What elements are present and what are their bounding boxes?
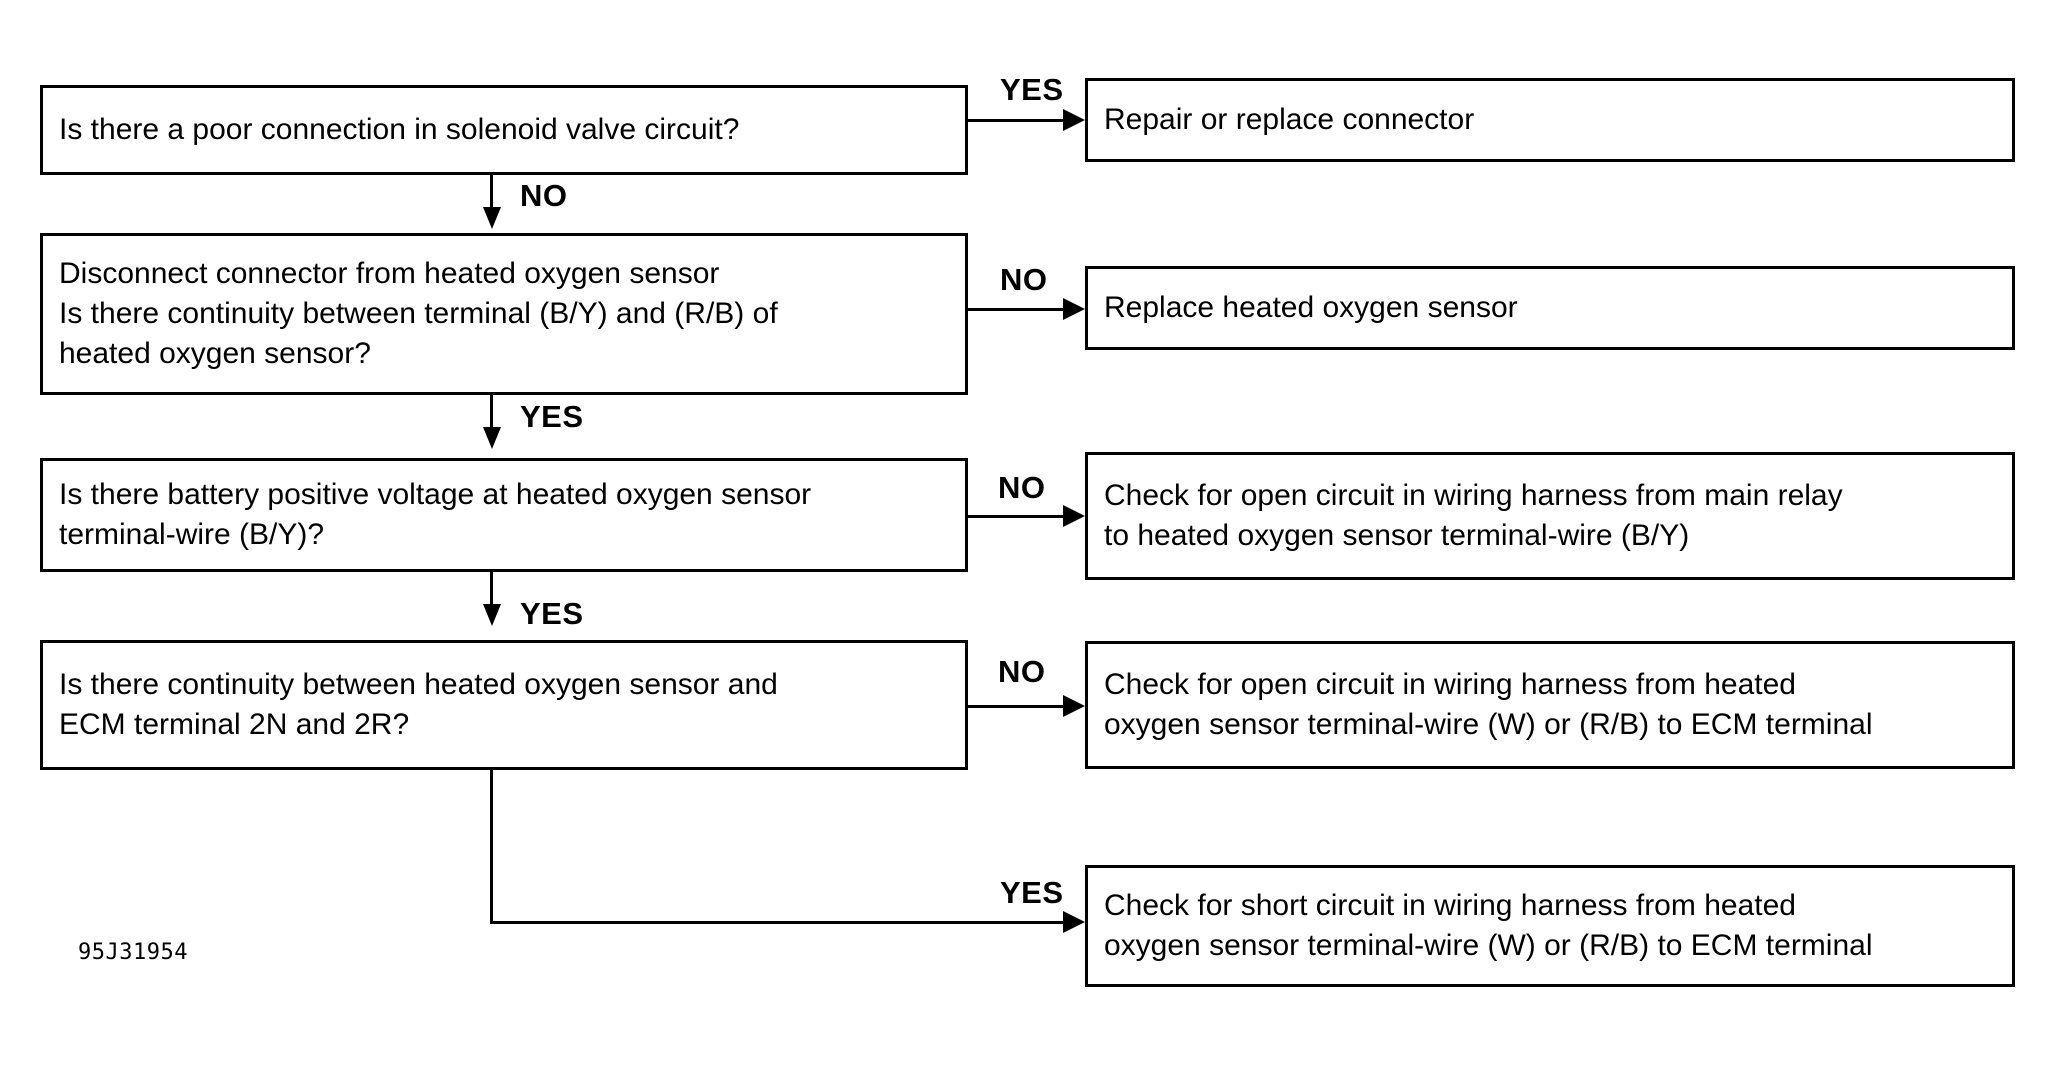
arrowhead-q3-to-a3 bbox=[1063, 505, 1085, 527]
diagram-caption: 95J31954 bbox=[78, 940, 188, 965]
branch-label-q4-yes: YES bbox=[1000, 875, 1064, 910]
connector-q4-yes-vertical bbox=[490, 770, 493, 923]
arrowhead-q4-to-a5 bbox=[1063, 911, 1085, 933]
connector-q3-to-q4 bbox=[490, 572, 493, 608]
arrowhead-q1-to-q2 bbox=[483, 207, 501, 229]
node-answer-1-text: Repair or replace connector bbox=[1104, 103, 1475, 137]
node-question-3[interactable]: Is there battery positive voltage at hea… bbox=[40, 458, 968, 572]
node-answer-2-text: Replace heated oxygen sensor bbox=[1104, 291, 1518, 325]
branch-label-q2-no: NO bbox=[1000, 262, 1048, 297]
branch-label-q4-no: NO bbox=[998, 654, 1046, 689]
branch-label-q1-yes: YES bbox=[1000, 72, 1064, 107]
arrowhead-q3-to-q4 bbox=[483, 604, 501, 626]
branch-label-q1-no: NO bbox=[520, 178, 568, 213]
arrowhead-q1-to-a1 bbox=[1063, 109, 1085, 131]
node-question-2[interactable]: Disconnect connector from heated oxygen … bbox=[40, 233, 968, 395]
node-answer-3[interactable]: Check for open circuit in wiring harness… bbox=[1085, 452, 2015, 580]
connector-q1-to-a1 bbox=[968, 119, 1063, 122]
connector-q2-to-q3 bbox=[490, 395, 493, 431]
node-question-4-text: Is there continuity between heated oxyge… bbox=[59, 668, 778, 741]
node-question-2-text: Disconnect connector from heated oxygen … bbox=[59, 257, 778, 370]
node-answer-4[interactable]: Check for open circuit in wiring harness… bbox=[1085, 641, 2015, 769]
connector-q4-yes-horizontal bbox=[490, 921, 1063, 924]
node-question-3-text: Is there battery positive voltage at hea… bbox=[59, 478, 812, 551]
node-answer-5[interactable]: Check for short circuit in wiring harnes… bbox=[1085, 865, 2015, 987]
node-question-1-text: Is there a poor connection in solenoid v… bbox=[59, 113, 740, 147]
node-answer-3-text: Check for open circuit in wiring harness… bbox=[1104, 479, 1843, 552]
node-question-1[interactable]: Is there a poor connection in solenoid v… bbox=[40, 85, 968, 175]
arrowhead-q2-to-q3 bbox=[483, 427, 501, 449]
node-question-4[interactable]: Is there continuity between heated oxyge… bbox=[40, 640, 968, 770]
node-answer-2[interactable]: Replace heated oxygen sensor bbox=[1085, 266, 2015, 350]
node-answer-4-text: Check for open circuit in wiring harness… bbox=[1104, 668, 1873, 741]
connector-q2-to-a2 bbox=[968, 308, 1063, 311]
arrowhead-q2-to-a2 bbox=[1063, 298, 1085, 320]
node-answer-5-text: Check for short circuit in wiring harnes… bbox=[1104, 889, 1873, 962]
connector-q1-to-q2 bbox=[490, 175, 493, 211]
branch-label-q3-yes: YES bbox=[520, 596, 584, 631]
branch-label-q3-no: NO bbox=[998, 470, 1046, 505]
connector-q3-to-a3 bbox=[968, 515, 1063, 518]
arrowhead-q4-to-a4 bbox=[1063, 695, 1085, 717]
connector-q4-to-a4 bbox=[968, 705, 1063, 708]
branch-label-q2-yes: YES bbox=[520, 399, 584, 434]
node-answer-1[interactable]: Repair or replace connector bbox=[1085, 78, 2015, 162]
